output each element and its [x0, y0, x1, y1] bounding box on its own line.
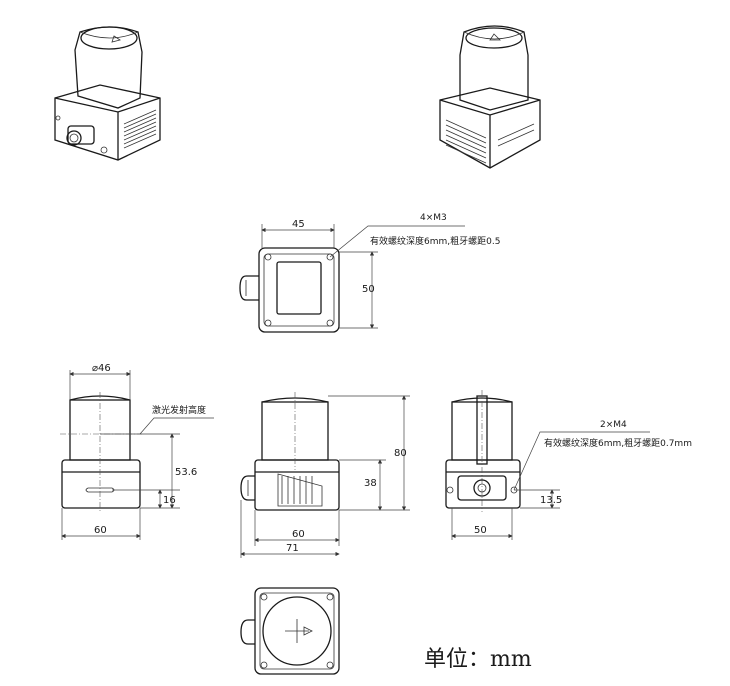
dim-front-height: 53.6	[175, 467, 197, 478]
dim-front-diameter: ⌀46	[92, 363, 111, 374]
bottom-view	[240, 587, 340, 675]
front-view	[60, 370, 214, 540]
side-view	[240, 392, 410, 558]
isometric-view-left	[54, 26, 161, 161]
dim-rear-hole-height: 13.5	[540, 495, 562, 506]
note-laser-height: 激光发射高度	[152, 404, 206, 416]
dim-top-width: 45	[292, 219, 305, 230]
dim-side-height: 80	[394, 448, 407, 459]
top-view	[239, 224, 465, 333]
rear-view	[445, 390, 650, 540]
dim-side-width: 60	[292, 529, 305, 540]
vent-grille	[445, 119, 487, 164]
note-top-thread-spec: 有效螺纹深度6mm,粗牙螺距0.5	[370, 235, 500, 247]
dim-top-height: 50	[362, 284, 375, 295]
dim-front-width: 60	[94, 525, 107, 536]
dim-rear-width: 50	[474, 525, 487, 536]
note-rear-thread-spec: 有效螺纹深度6mm,粗牙螺距0.7mm	[544, 437, 692, 449]
vent-grille	[277, 473, 323, 507]
dim-side-total-width: 71	[286, 543, 299, 554]
isometric-view-right	[439, 25, 541, 169]
vent-grille	[123, 109, 157, 149]
dim-side-lower-height: 38	[364, 478, 377, 489]
unit-label: 单位：mm	[424, 647, 532, 672]
note-top-thread-count: 4×M3	[420, 213, 447, 223]
dim-front-window-height: 16	[163, 495, 176, 506]
note-rear-thread-count: 2×M4	[600, 420, 627, 430]
